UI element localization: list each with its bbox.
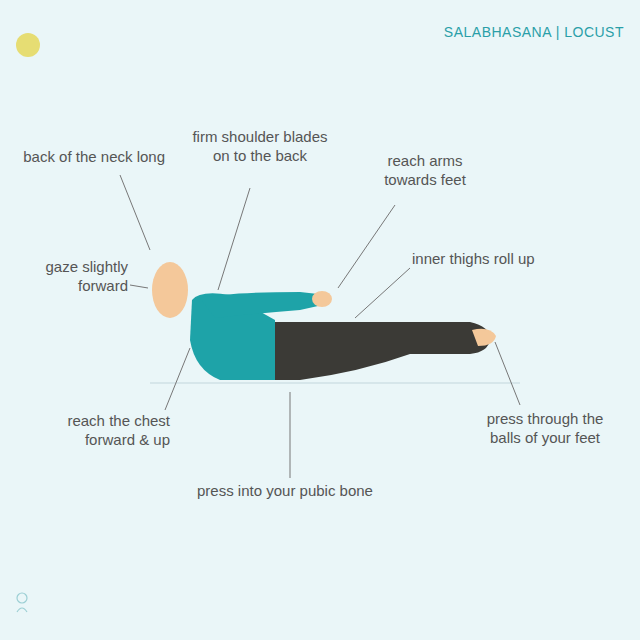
leader-lines [120, 175, 520, 478]
badge-dot [16, 33, 40, 57]
pose-cue: press through the balls of your feet [470, 410, 620, 448]
head [152, 262, 188, 318]
pose-cue: inner thighs roll up [412, 250, 552, 269]
leader-line [165, 348, 190, 410]
floor-line [150, 382, 520, 384]
legs [268, 322, 490, 380]
pose-cue: reach the chest forward & up [30, 412, 170, 450]
leader-line [355, 268, 410, 318]
logo-mark [17, 593, 27, 612]
pose-cue: reach arms towards feet [370, 152, 480, 190]
feet [472, 329, 496, 346]
arm [200, 292, 318, 318]
pose-cue: press into your pubic bone [180, 482, 390, 501]
leader-line [120, 175, 150, 250]
pose-cue: firm shoulder blades on to the back [185, 128, 335, 166]
hand [312, 291, 332, 307]
leader-line [290, 392, 291, 478]
pose-cue: back of the neck long [20, 148, 165, 167]
leader-line [338, 205, 395, 288]
leader-line [130, 285, 148, 288]
leader-line [218, 188, 250, 290]
pose-title: SALABHASANA | LOCUST [444, 24, 624, 40]
leader-line [495, 342, 520, 405]
pose-cue: gaze slightly forward [40, 258, 128, 296]
